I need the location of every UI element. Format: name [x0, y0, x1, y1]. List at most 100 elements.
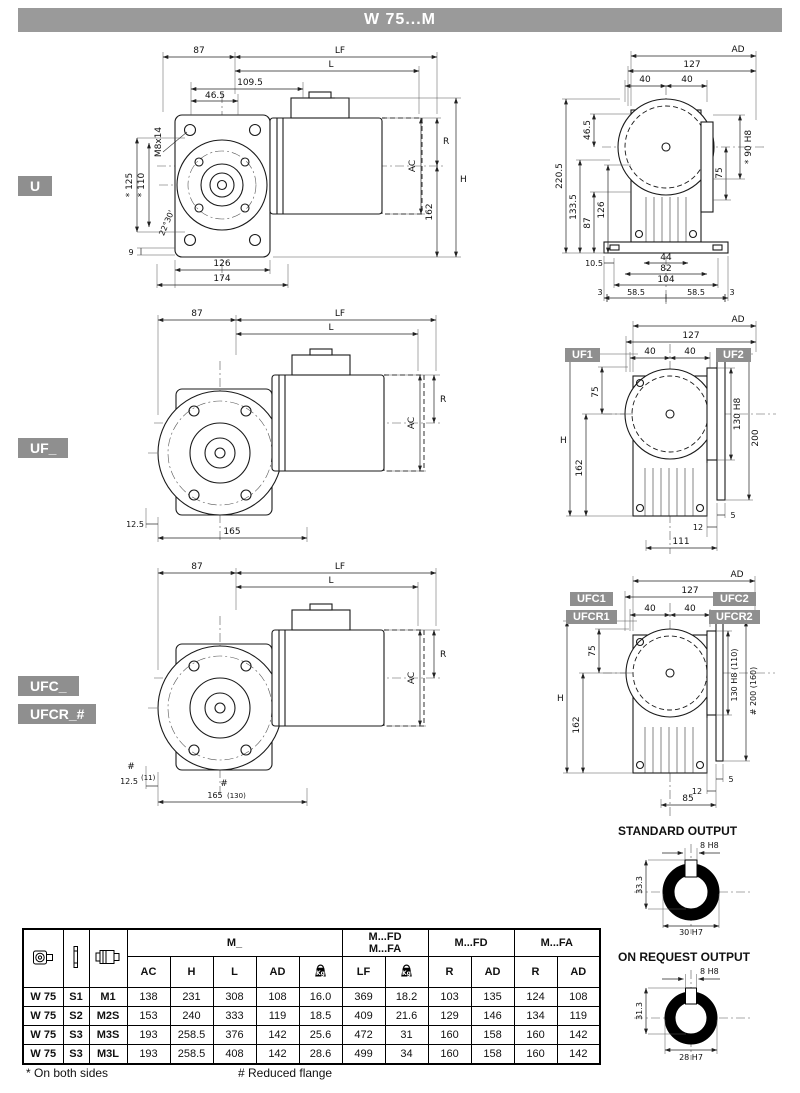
table-cell: 258.5: [169, 1025, 214, 1045]
standard-output-geometry: [634, 844, 751, 934]
table-cell: W 75: [22, 1025, 64, 1045]
dim-130-h8: 130 H8: [733, 397, 743, 430]
table-cell: 21.6: [384, 1006, 429, 1026]
col-header-h: H: [169, 956, 214, 988]
uf-rear-dimensions: AD 127 40 40 H 162 75 130 H8 200 5 12: [560, 315, 761, 551]
dim-lf: LF: [335, 562, 345, 572]
ufc1-badge: UFC1: [570, 592, 613, 606]
table-cell: M3L: [88, 1044, 128, 1065]
uf-side-geometry: [148, 348, 440, 541]
dim-5: 5: [730, 511, 735, 520]
dim-58-5-right: 58.5: [687, 288, 705, 297]
dim-165: 165: [207, 791, 222, 800]
dim-75: 75: [588, 645, 598, 656]
dim-90-h8: * 90 H8: [744, 130, 754, 164]
table-cell: 472: [341, 1025, 386, 1045]
dim-h: H: [560, 436, 567, 446]
worm-shaft-icon: [73, 946, 78, 968]
table-cell: 28.6: [298, 1044, 343, 1065]
table-cell: 142: [255, 1044, 300, 1065]
col-header-r-fd: R: [427, 956, 472, 988]
dim-12: 12: [692, 787, 702, 796]
u-side-view-drawing: 87 LF L 109.5 46.5 R AC H 162 * 125 * 11…: [125, 46, 467, 288]
group-header-mfd: M...FD: [427, 928, 515, 957]
dim-ad: AD: [731, 315, 744, 325]
table-cell: W 75: [22, 1006, 64, 1026]
table-cell: 160: [427, 1044, 472, 1065]
table-cell: W 75: [22, 987, 64, 1007]
ufc-rear-geometry: [603, 603, 775, 817]
table-row: W 75 S1 M1 138 231 308 108 16.0 369 18.2…: [22, 987, 601, 1007]
dim-depth: 31.3: [635, 1002, 644, 1020]
dim-109-5: 109.5: [237, 78, 263, 88]
dim-125: * 125: [125, 173, 135, 198]
dim-lf: LF: [335, 309, 345, 319]
dim-46-5: 46.5: [583, 120, 593, 140]
dim-lf: LF: [335, 46, 345, 56]
dimensions-table: M_ M...FD M...FA M...FD M...FA AC H L AD…: [22, 928, 602, 1065]
dim-126: 126: [213, 259, 230, 269]
dim-87: 87: [193, 46, 204, 56]
u-version-badge: U: [18, 176, 53, 196]
footnote-reduced-flange: # Reduced flange: [238, 1066, 333, 1080]
table-cell: S3: [62, 1025, 90, 1045]
dim-85: 85: [682, 794, 693, 804]
dim-127: 127: [682, 331, 699, 341]
dim-200: 200: [751, 429, 761, 446]
dim-3-left: 3: [597, 288, 602, 297]
table-cell: 158: [470, 1025, 515, 1045]
dim-key: 8 H8: [700, 967, 719, 976]
motor-icon: [95, 950, 120, 964]
table-cell: 499: [341, 1044, 386, 1065]
table-cell: 18.2: [384, 987, 429, 1007]
table-group-header-row: M_ M...FD M...FA M...FD M...FA: [22, 928, 601, 988]
uf-side-view-drawing: 87 LF L R AC 12.5 165: [126, 309, 446, 542]
dim-130-h8-reduced: 130 H8 (110): [730, 649, 739, 702]
table-cell: 146: [470, 1006, 515, 1026]
group-header-m: M_: [126, 928, 343, 957]
ufc-side-geometry: [148, 603, 440, 798]
table-cell: 160: [513, 1025, 558, 1045]
dim-110: * 110: [137, 172, 147, 197]
u-rear-geometry: [602, 86, 764, 304]
table-cell: 376: [212, 1025, 257, 1045]
standard-output-dimensions: 8 H8 33.3 30 H7: [635, 841, 720, 937]
table-cell: 129: [427, 1006, 472, 1026]
uf1-badge: UF1: [565, 348, 600, 362]
table-cell: 119: [255, 1006, 300, 1026]
dim-12-5-reduced: (11): [141, 774, 156, 782]
ufc2-badge: UFC2: [713, 592, 756, 606]
dim-40-right: 40: [681, 75, 693, 85]
weight-icon-cell-1: Kg: [298, 956, 343, 988]
dim-12-5: 12.5: [126, 520, 144, 529]
table-cell: 369: [341, 987, 386, 1007]
table-cell: 193: [126, 1025, 171, 1045]
table-cell: 31: [384, 1025, 429, 1045]
dim-82: 82: [660, 264, 671, 274]
table-cell: 240: [169, 1006, 214, 1026]
reduced-flange-hash-1: #: [127, 762, 135, 772]
ufc-rear-view-drawing: AD 127 40 40 H 162 75 130 H8 (110) # 200…: [557, 570, 775, 817]
dim-165-reduced: (130): [227, 792, 246, 800]
table-column-header-row: AC H L AD Kg LF Kg R AD R AD: [23, 956, 601, 988]
table-cell: 103: [427, 987, 472, 1007]
col-header-ad-fd: AD: [470, 956, 515, 988]
dim-162: 162: [575, 459, 585, 476]
dim-87: 87: [191, 309, 202, 319]
col-header-l: L: [212, 956, 257, 988]
dim-75: 75: [591, 386, 601, 397]
dim-46-5: 46.5: [205, 91, 225, 101]
dim-165: 165: [223, 527, 240, 537]
table-cell: M1: [88, 987, 128, 1007]
table-cell: S3: [62, 1044, 90, 1065]
uf2-badge: UF2: [716, 348, 751, 362]
footnote-on-both-sides: * On both sides: [26, 1066, 109, 1080]
kg-label: Kg: [316, 970, 325, 977]
u-side-geometry: [157, 91, 443, 278]
dim-40-right: 40: [684, 347, 696, 357]
table-cell: 108: [556, 987, 601, 1007]
request-output-drawing: 8 H8 31.3 28 H7: [634, 967, 751, 1062]
table-cell: M3S: [88, 1025, 128, 1045]
ufc-side-dimensions: 87 LF L R AC # 12.5 (11) # 165 (130): [120, 562, 446, 806]
request-output-dimensions: 8 H8 31.3 28 H7: [635, 967, 720, 1062]
